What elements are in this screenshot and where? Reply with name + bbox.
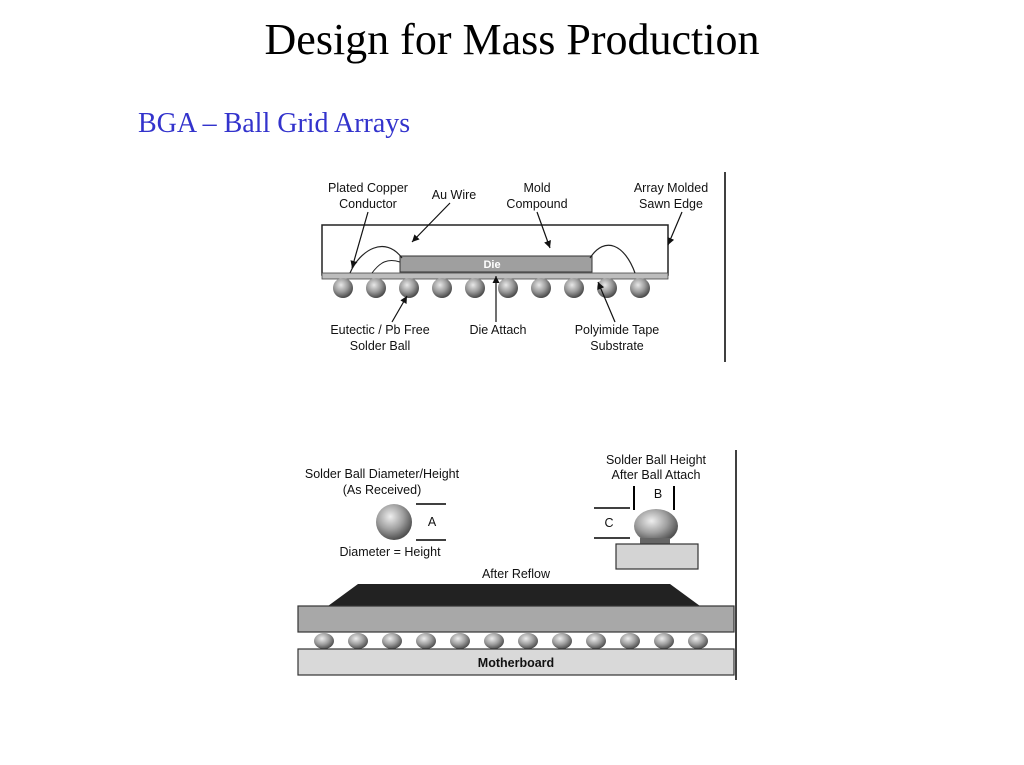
bga-cross-section-diagram: Plated Copper Conductor Au Wire Mold Com…: [321, 172, 726, 362]
reflowed-ball: [586, 633, 606, 649]
reflowed-ball: [552, 633, 572, 649]
solder-ball-row: [333, 278, 650, 298]
arrow-array-molded: [667, 211, 683, 246]
label-plated-copper-2: Conductor: [339, 197, 397, 211]
label-dim-c: C: [604, 516, 613, 530]
reflowed-ball-row: [314, 633, 708, 649]
label-die-attach: Die Attach: [470, 323, 527, 337]
motherboard: [297, 648, 735, 676]
reflowed-ball: [620, 633, 640, 649]
reflowed-ball: [518, 633, 538, 649]
label-sb-height-2: After Ball Attach: [612, 468, 701, 482]
solder-ball: [333, 278, 353, 298]
label-eutectic-2: Solder Ball: [350, 339, 410, 353]
solder-ball: [432, 278, 452, 298]
arrow-plated-copper: [350, 211, 369, 269]
reflowed-ball: [654, 633, 674, 649]
reflowed-ball: [450, 633, 470, 649]
solder-ball: [531, 278, 551, 298]
die-block: [399, 255, 593, 273]
solder-ball: [399, 278, 419, 298]
reflowed-ball: [348, 633, 368, 649]
solder-ball-as-received: [376, 504, 412, 540]
label-eutectic-1: Eutectic / Pb Free: [330, 323, 429, 337]
reflowed-ball: [416, 633, 436, 649]
bond-wire-right: [589, 244, 636, 274]
label-sb-diameter-2: (As Received): [343, 483, 422, 497]
solder-ball-reflow-diagram: Solder Ball Diameter/Height (As Received…: [297, 450, 737, 680]
solder-ball: [630, 278, 650, 298]
solder-ball: [465, 278, 485, 298]
solder-ball: [498, 278, 518, 298]
label-diameter-eq: Diameter = Height: [339, 545, 441, 559]
mold-cap-reflow: [328, 584, 700, 606]
label-die: Die: [483, 259, 500, 271]
bond-wire-left-2: [371, 259, 401, 274]
label-polyimide-2: Substrate: [590, 339, 644, 353]
reflowed-ball: [484, 633, 504, 649]
substrate-strip: [321, 272, 669, 280]
arrow-mold: [536, 211, 551, 249]
slide-subtitle: BGA – Ball Grid Arrays: [138, 108, 411, 139]
label-mold-1: Mold: [523, 181, 550, 195]
label-array-molded-1: Array Molded: [634, 181, 708, 195]
arrow-eutectic: [391, 295, 408, 323]
solder-ball-attached: [634, 509, 678, 543]
label-polyimide-1: Polyimide Tape: [575, 323, 660, 337]
label-sb-height-1: Solder Ball Height: [606, 453, 707, 467]
label-array-molded-2: Sawn Edge: [639, 197, 703, 211]
substrate-attached: [615, 543, 699, 570]
reflowed-ball: [314, 633, 334, 649]
slide-title: Design for Mass Production: [264, 15, 760, 64]
label-mold-2: Compound: [506, 197, 567, 211]
label-sb-diameter-1: Solder Ball Diameter/Height: [305, 467, 460, 481]
label-motherboard: Motherboard: [478, 656, 554, 670]
solder-ball: [564, 278, 584, 298]
label-dim-a: A: [428, 515, 437, 529]
reflowed-ball: [688, 633, 708, 649]
package-substrate-reflow: [297, 605, 735, 633]
arrow-polyimide: [597, 281, 616, 323]
label-dim-b: B: [654, 487, 662, 501]
reflowed-ball: [382, 633, 402, 649]
label-after-reflow: After Reflow: [482, 567, 551, 581]
label-plated-copper-1: Plated Copper: [328, 181, 408, 195]
arrow-au-wire: [411, 202, 451, 243]
pad-attached: [640, 538, 670, 544]
solder-ball: [366, 278, 386, 298]
label-au-wire: Au Wire: [432, 188, 477, 202]
